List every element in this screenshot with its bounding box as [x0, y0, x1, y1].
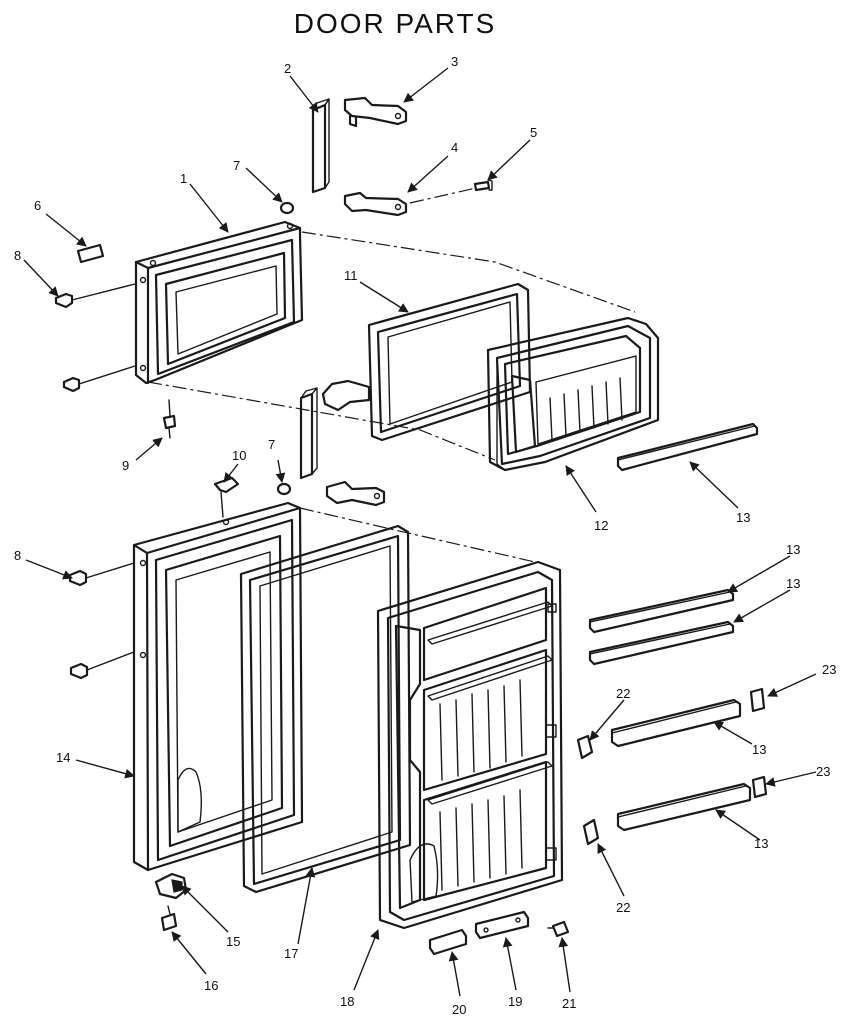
part-7-cap-upper [279, 201, 295, 215]
part-13-bar-5 [616, 782, 752, 832]
callout-2: 2 [284, 61, 291, 76]
callout-8-upper: 8 [14, 248, 21, 263]
callout-13-c: 13 [786, 576, 800, 591]
callout-12: 12 [594, 518, 608, 533]
callout-6: 6 [34, 198, 41, 213]
callout-3: 3 [451, 54, 458, 69]
center-hinge [325, 480, 386, 507]
center-hinge-pin [299, 387, 318, 480]
leader-lines [23, 67, 817, 997]
callout-17: 17 [284, 946, 298, 961]
callout-13-d: 13 [752, 742, 766, 757]
part-8-stop-lower-b [69, 662, 89, 680]
callout-22-upper: 22 [616, 686, 630, 701]
part-8-stop-upper-a [54, 292, 74, 309]
part-2-upper-pin [311, 98, 330, 194]
part-12-freezer-liner [486, 316, 660, 472]
callout-13-a: 13 [736, 510, 750, 525]
part-6-label [76, 243, 105, 264]
callout-14: 14 [56, 750, 70, 765]
callout-13-b: 13 [786, 542, 800, 557]
callout-labels: 2 3 4 5 7 6 8 1 9 11 12 13 10 7 8 13 13 … [14, 54, 836, 1017]
callout-5: 5 [530, 125, 537, 140]
callout-8-lower: 8 [14, 548, 21, 563]
part-22-clip-lower [582, 818, 600, 846]
freezer-hinge-piece [321, 379, 371, 412]
callout-10: 10 [232, 448, 246, 463]
callout-9: 9 [122, 458, 129, 473]
part-18-fresh-food-liner [376, 560, 564, 930]
callout-21: 21 [562, 996, 576, 1011]
part-21-screw [547, 920, 570, 938]
callout-1: 1 [180, 171, 187, 186]
part-22-clip-upper [576, 734, 594, 760]
callout-11: 11 [344, 268, 358, 283]
callout-23-upper: 23 [822, 662, 836, 677]
part-20-bracket [428, 928, 468, 956]
callout-15: 15 [226, 934, 240, 949]
part-7-cap-lower [276, 482, 292, 496]
part-13-bar-1 [616, 422, 759, 472]
part-13-bar-4 [610, 698, 742, 748]
callout-7-lower: 7 [268, 437, 275, 452]
part-1-freezer-door [134, 220, 304, 385]
diagram-title: DOOR PARTS [294, 8, 497, 39]
part-13-bar-3 [588, 620, 735, 666]
part-5-screw [473, 179, 493, 192]
part-10-handle-cap [213, 476, 240, 518]
part-9-stud [162, 399, 177, 439]
part-23-cap-upper [749, 687, 766, 713]
part-8-stop-upper-b [62, 376, 81, 393]
part-23-cap-lower [751, 775, 768, 799]
part-19-bracket [474, 910, 530, 940]
callout-23-lower: 23 [816, 764, 830, 779]
callout-4: 4 [451, 140, 458, 155]
part-4-hinge-bracket [343, 191, 408, 217]
part-17-fresh-food-gasket [239, 524, 412, 894]
callout-18: 18 [340, 994, 354, 1009]
callout-19: 19 [508, 994, 522, 1009]
callout-22-lower: 22 [616, 900, 630, 915]
part-8-stop-lower-a [68, 569, 88, 587]
part-14-fresh-food-door [132, 501, 304, 872]
part-3-top-hinge [343, 96, 408, 128]
callout-16: 16 [204, 978, 218, 993]
callout-20: 20 [452, 1002, 466, 1017]
part-16-screw [160, 905, 178, 932]
callout-7-upper: 7 [233, 158, 240, 173]
part-15-lower-hinge [154, 872, 188, 900]
callout-13-e: 13 [754, 836, 768, 851]
